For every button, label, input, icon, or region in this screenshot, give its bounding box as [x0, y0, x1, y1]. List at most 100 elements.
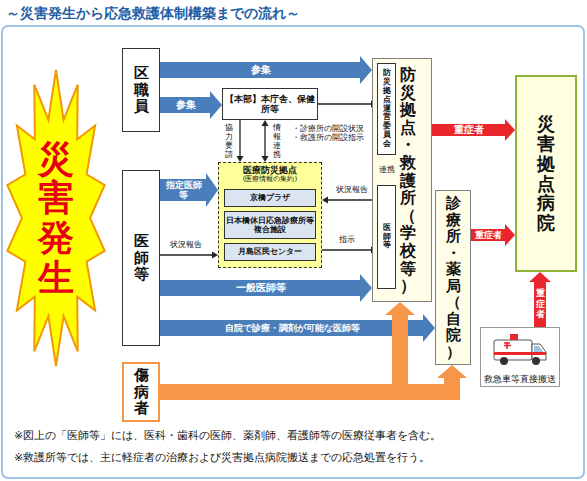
arrow-head [385, 302, 415, 315]
facility-box: 月島区民センター [224, 243, 316, 261]
actor-box: 医師等 [122, 170, 160, 346]
arrow-shaft [160, 280, 361, 296]
arrow-shaft [322, 249, 372, 250]
node-text: 防災拠点・救護所（学校等） [400, 66, 416, 295]
committee-box: 防災拠点運営委員会 [377, 63, 396, 155]
hospital-box: 災害拠点病院 [515, 75, 577, 272]
flow-arrow [471, 224, 515, 246]
node-text: 災害発生 [38, 139, 74, 297]
info-arrow [237, 120, 244, 162]
actor-box: 区職員 [122, 48, 160, 132]
info-arrow [322, 197, 377, 204]
arrow-shaft [160, 320, 424, 336]
edge-label: 自院で診療・調剤が可能な医師等 [223, 323, 362, 333]
ambulance-stripe [494, 352, 546, 355]
ambulance-body [494, 340, 532, 360]
arrow-head [360, 56, 372, 84]
arrow-head [423, 314, 435, 342]
edge-label: 情報連携 [273, 122, 281, 161]
node-text: 日本橋休日応急診療所等複合施設 [225, 216, 315, 234]
edge-label: 協力要請 [225, 122, 233, 161]
arrow-shaft [432, 124, 506, 136]
node-text: 医師等 [383, 224, 391, 250]
node-text: 救急車等直接搬送 [483, 374, 557, 384]
arrow-head [360, 274, 372, 302]
flow-arrow [160, 173, 218, 207]
edge-label: ・診療所の開設状況 ・救護所の開設指示 [292, 124, 370, 142]
shelter-box: 防災拠点運営委員会医師等 防災拠点・救護所（学校等） [372, 58, 432, 302]
facility-box: 京橋プラザ [224, 189, 316, 207]
node-text: 医師等 [134, 233, 149, 283]
ambulance-wheel [532, 357, 540, 365]
flow-arrow [160, 56, 372, 84]
facility-box: 日本橋休日応急診療所等複合施設 [224, 211, 316, 239]
info-arrow [322, 247, 377, 254]
node-text: 【本部】本庁舎、保健所等 [225, 94, 315, 115]
ambulance-icon [492, 330, 548, 368]
starburst-node: 災害発生 [4, 68, 108, 368]
flow-arrow [432, 119, 515, 141]
info-arrow [318, 101, 377, 108]
arrow-head [505, 119, 515, 141]
ambulance-wheel [500, 357, 508, 365]
arrow-head [210, 91, 222, 119]
edge-label: 重症者 [473, 230, 504, 240]
staff-box: 医師等 [377, 185, 396, 289]
ambulance-light [510, 334, 518, 340]
ambulance-window [534, 346, 543, 352]
edge-label: 参集 [249, 64, 273, 76]
edge-label: 一般医師等 [234, 282, 288, 294]
edge-label: 状況報告 [334, 185, 370, 194]
footnote: ※図上の「医師等」には、医科・歯科の医師、薬剤師、看護師等の医療従事者を含む。 [14, 428, 441, 443]
flow-arrow [160, 274, 372, 302]
node-text: 医療防災拠点 [243, 165, 297, 175]
footnote: ※救護所等では、主に軽症者の治療および災害拠点病院搬送までの応急処置を行う。 [14, 450, 430, 465]
arrow-shaft [239, 120, 240, 157]
arrow-shaft [160, 179, 207, 201]
arrow-shaft [160, 314, 400, 392]
node-text: 傷病者 [134, 367, 149, 417]
arrow-shaft [264, 125, 265, 156]
edge-label: 指定医師等 [160, 180, 208, 201]
node-text: 区職員 [134, 65, 149, 115]
flow-arrow [160, 302, 415, 392]
arrow-shaft [160, 97, 211, 113]
process-box: 【本部】本庁舎、保健所等 [222, 88, 318, 120]
arrow-shaft [327, 199, 377, 200]
arrow-shaft [318, 103, 372, 104]
info-arrow [160, 252, 218, 259]
arrow-head [206, 173, 218, 207]
arrow-head [262, 120, 269, 126]
ambulance-cross [504, 342, 511, 349]
flow-arrow [160, 365, 467, 392]
edge-label: 指示 [337, 235, 357, 244]
edge-label: 重症者 [536, 287, 545, 320]
ambulance-node: 救急車等直接搬送 [480, 327, 560, 387]
flow-arrow [160, 91, 222, 119]
node-text: 防災拠点運営委員会 [383, 69, 391, 148]
starburst-outline [7, 70, 104, 366]
actor-box: 傷病者 [122, 362, 160, 422]
node-text: (医療情報の集約) [243, 175, 297, 183]
info-arrow [262, 120, 269, 162]
arrow-head [437, 365, 467, 378]
node-text: 災害拠点病院 [537, 114, 555, 233]
node-text: 京橋プラザ [250, 193, 290, 202]
arrow-shaft [471, 229, 506, 241]
flow-arrow [529, 272, 551, 327]
edge-label: 重症者 [452, 124, 486, 136]
group-box: 京橋プラザ日本橋休日応急診療所等複合施設月島区民センター医療防災拠点(医療情報の… [218, 162, 322, 268]
arrow-shaft [534, 281, 546, 327]
arrow-head [529, 272, 551, 282]
node-text: 診療所・薬局（自院） [446, 195, 461, 360]
clinic-box: 診療所・薬局（自院） [435, 190, 471, 365]
arrow-shaft [160, 377, 452, 392]
node-text: 月島区民センター [238, 247, 302, 256]
edge-label: 参集 [174, 99, 198, 111]
arrow-head [505, 224, 515, 246]
arrow-shaft [160, 62, 361, 78]
arrow-shaft [160, 254, 213, 255]
edge-label: 状況報告 [168, 240, 204, 249]
arrow-head [322, 197, 328, 204]
